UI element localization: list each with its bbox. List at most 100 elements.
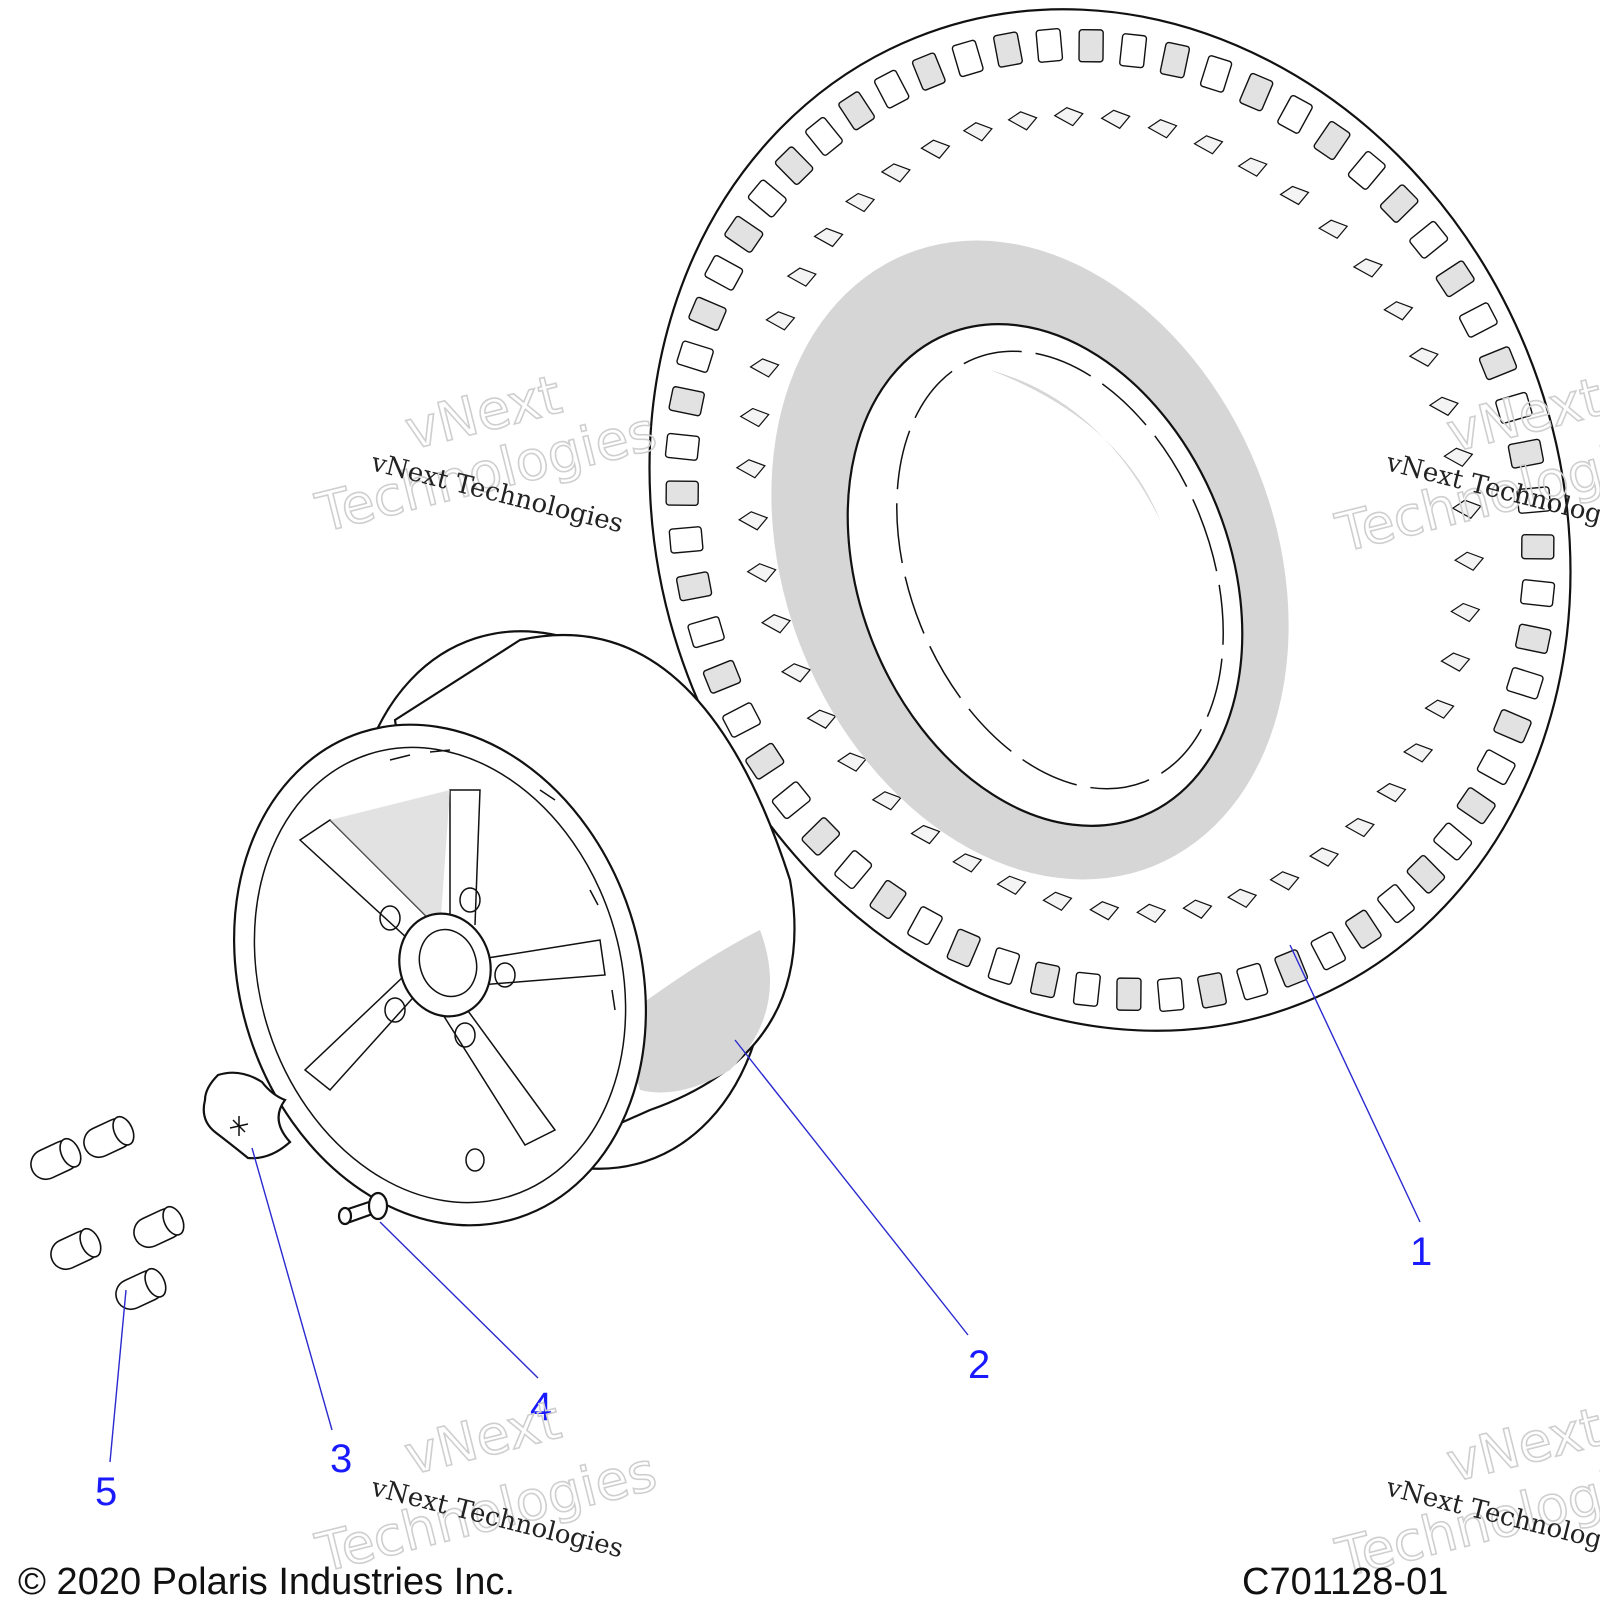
tread-block xyxy=(668,526,704,554)
tread-lug xyxy=(880,163,911,183)
tread-lug xyxy=(952,853,983,873)
tread-lug xyxy=(735,459,766,479)
tread-block xyxy=(1199,55,1233,93)
tread-block xyxy=(687,616,725,649)
tread-lug xyxy=(1376,782,1407,803)
tread-lug xyxy=(1424,699,1455,719)
tread-lug xyxy=(1007,111,1038,131)
tread-block xyxy=(1478,346,1518,381)
tread-lug xyxy=(780,663,812,683)
tread-block xyxy=(1029,961,1061,999)
tread-lug xyxy=(920,139,951,159)
drawing-number: C701128-01 xyxy=(1242,1561,1448,1600)
copyright-text: © 2020 Polaris Industries Inc. xyxy=(18,1561,515,1600)
tread-block xyxy=(1409,220,1449,259)
tread-block xyxy=(1406,855,1446,894)
leader-4 xyxy=(379,1221,539,1379)
tread-lug xyxy=(962,122,993,142)
tread-block xyxy=(838,91,875,131)
tread-block xyxy=(834,850,873,890)
tread-lug xyxy=(1317,219,1349,239)
tread-lug xyxy=(738,511,769,531)
tread-lug xyxy=(1042,891,1073,912)
tread-block xyxy=(1459,302,1498,338)
leader-1 xyxy=(1289,944,1421,1223)
tread-block xyxy=(1520,579,1556,608)
tread-block xyxy=(1379,184,1419,223)
tread-lug xyxy=(1308,847,1340,867)
tread-block xyxy=(774,146,814,185)
tread-lug xyxy=(1440,652,1471,672)
tread-lug xyxy=(1450,602,1481,623)
tread-block xyxy=(1072,971,1101,1007)
tread-lug xyxy=(1147,119,1178,139)
callout-3: 3 xyxy=(330,1437,352,1481)
callout-1: 1 xyxy=(1410,1230,1432,1274)
valve-stem xyxy=(337,1191,389,1226)
tread-block xyxy=(1515,623,1552,654)
callout-4: 4 xyxy=(530,1385,552,1429)
tread-lug xyxy=(1053,106,1084,127)
tread-block xyxy=(1516,486,1552,514)
tread-block xyxy=(1521,533,1555,560)
tread-lug xyxy=(1428,396,1459,417)
tread-block xyxy=(1277,94,1313,134)
tread-lug xyxy=(786,267,817,287)
tread-block xyxy=(676,340,714,373)
tread-lug xyxy=(1100,109,1131,130)
tread-block xyxy=(668,386,705,417)
tread-block xyxy=(745,742,785,780)
tread-block xyxy=(1435,260,1475,298)
tread-lug xyxy=(760,614,792,634)
tread-lug xyxy=(1451,499,1482,519)
tread-lug xyxy=(1226,888,1258,909)
tread-lug xyxy=(1269,871,1300,891)
lug-nuts xyxy=(30,1115,185,1311)
tread-lug xyxy=(1443,447,1474,468)
tread-block xyxy=(1159,41,1191,79)
wheel-spokes xyxy=(298,789,606,1146)
tread-lug xyxy=(1402,743,1434,763)
tread-block xyxy=(907,906,943,946)
tread-lug xyxy=(746,563,777,583)
tread-block xyxy=(1347,150,1386,190)
tread-lug xyxy=(910,824,941,845)
tread-lug xyxy=(996,875,1027,896)
tread-block xyxy=(1035,27,1064,63)
tread-block xyxy=(1119,33,1148,69)
tread-lug xyxy=(1182,899,1213,919)
tread-block xyxy=(747,179,787,218)
tread-block xyxy=(993,31,1023,68)
tread-lug xyxy=(1089,901,1120,921)
rim-slots xyxy=(389,749,616,1011)
tread-lug xyxy=(739,407,770,428)
tread-lug xyxy=(749,358,780,378)
tread-block xyxy=(1313,120,1351,161)
leader-2 xyxy=(734,1039,969,1336)
tire-tread xyxy=(664,27,1556,1013)
tread-block xyxy=(1377,884,1415,924)
wheel xyxy=(233,630,796,1227)
tread-block xyxy=(1456,787,1496,825)
tread-block xyxy=(869,879,907,920)
tread-lug xyxy=(1193,135,1224,155)
tread-lug xyxy=(1453,551,1485,572)
tread-block xyxy=(1236,962,1269,1001)
tire xyxy=(648,8,1572,1032)
tread-block xyxy=(702,659,742,694)
tread-block xyxy=(1506,667,1544,700)
tread-block xyxy=(1310,931,1346,971)
tread-block xyxy=(704,254,744,291)
callout-2: 2 xyxy=(968,1343,990,1387)
tread-block xyxy=(874,69,910,109)
watermark-bottom-left: vNext Technologies vNext Technologies xyxy=(309,1387,663,1585)
tread-block xyxy=(1507,438,1545,469)
tread-block xyxy=(1493,709,1532,744)
tread-lug xyxy=(1352,258,1383,278)
tread-block xyxy=(1197,972,1227,1009)
tread-block xyxy=(675,571,713,602)
tread-lug xyxy=(1383,301,1414,321)
tread-block xyxy=(1274,949,1309,988)
tread-block xyxy=(1433,822,1473,861)
tread-lug xyxy=(1237,157,1268,177)
